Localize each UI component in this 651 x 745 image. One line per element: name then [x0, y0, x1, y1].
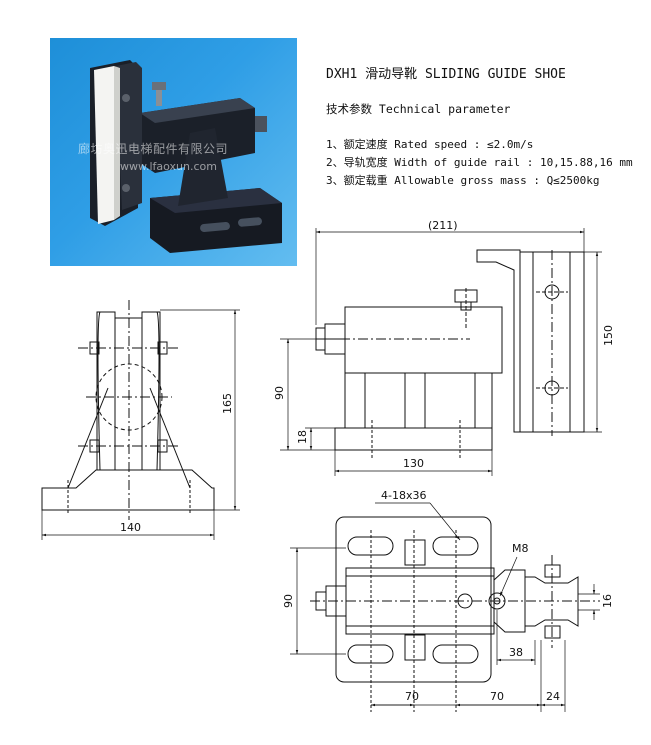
- watermark-company: 廊坊奥迅电梯配件有限公司: [78, 142, 229, 156]
- technical-parameter-heading: 技术参数 Technical parameter: [326, 102, 511, 116]
- watermark-url: www.lfaoxun.com: [120, 160, 217, 173]
- dim-18: 18: [296, 430, 309, 444]
- spec-rated-speed: 1、额定速度 Rated speed : ≤2.0m/s: [326, 138, 534, 151]
- dim-70-a: 70: [405, 690, 419, 703]
- dim-70-b: 70: [490, 690, 504, 703]
- dim-140: 140: [120, 521, 141, 534]
- guide-shoe-photo-illustration: [90, 60, 282, 253]
- dim-90-top: 90: [282, 594, 295, 608]
- dim-38: 38: [509, 646, 523, 659]
- dim-90-side: 90: [273, 386, 286, 400]
- dim-150: 150: [602, 325, 615, 346]
- dim-4-18x36: 4-18x36: [381, 489, 426, 502]
- dim-24: 24: [546, 690, 560, 703]
- dim-M8: M8: [512, 542, 529, 555]
- dim-165: 165: [221, 393, 234, 414]
- dim-16: 16: [601, 594, 614, 608]
- front-view: [41, 300, 240, 540]
- product-photo: 廊坊奥迅电梯配件有限公司 www.lfaoxun.com: [50, 38, 297, 266]
- dim-130: 130: [403, 457, 424, 470]
- product-title: DXH1 滑动导靴 SLIDING GUIDE SHOE: [326, 67, 566, 82]
- spec-allowable-mass: 3、额定载重 Allowable gross mass : Q≤2500kg: [326, 174, 600, 187]
- top-view: [290, 502, 600, 712]
- spec-guide-rail-width: 2、导轨宽度 Width of guide rail : 10,15.88,16…: [326, 156, 633, 169]
- dim-211: (211): [428, 219, 458, 232]
- side-view: [280, 228, 602, 476]
